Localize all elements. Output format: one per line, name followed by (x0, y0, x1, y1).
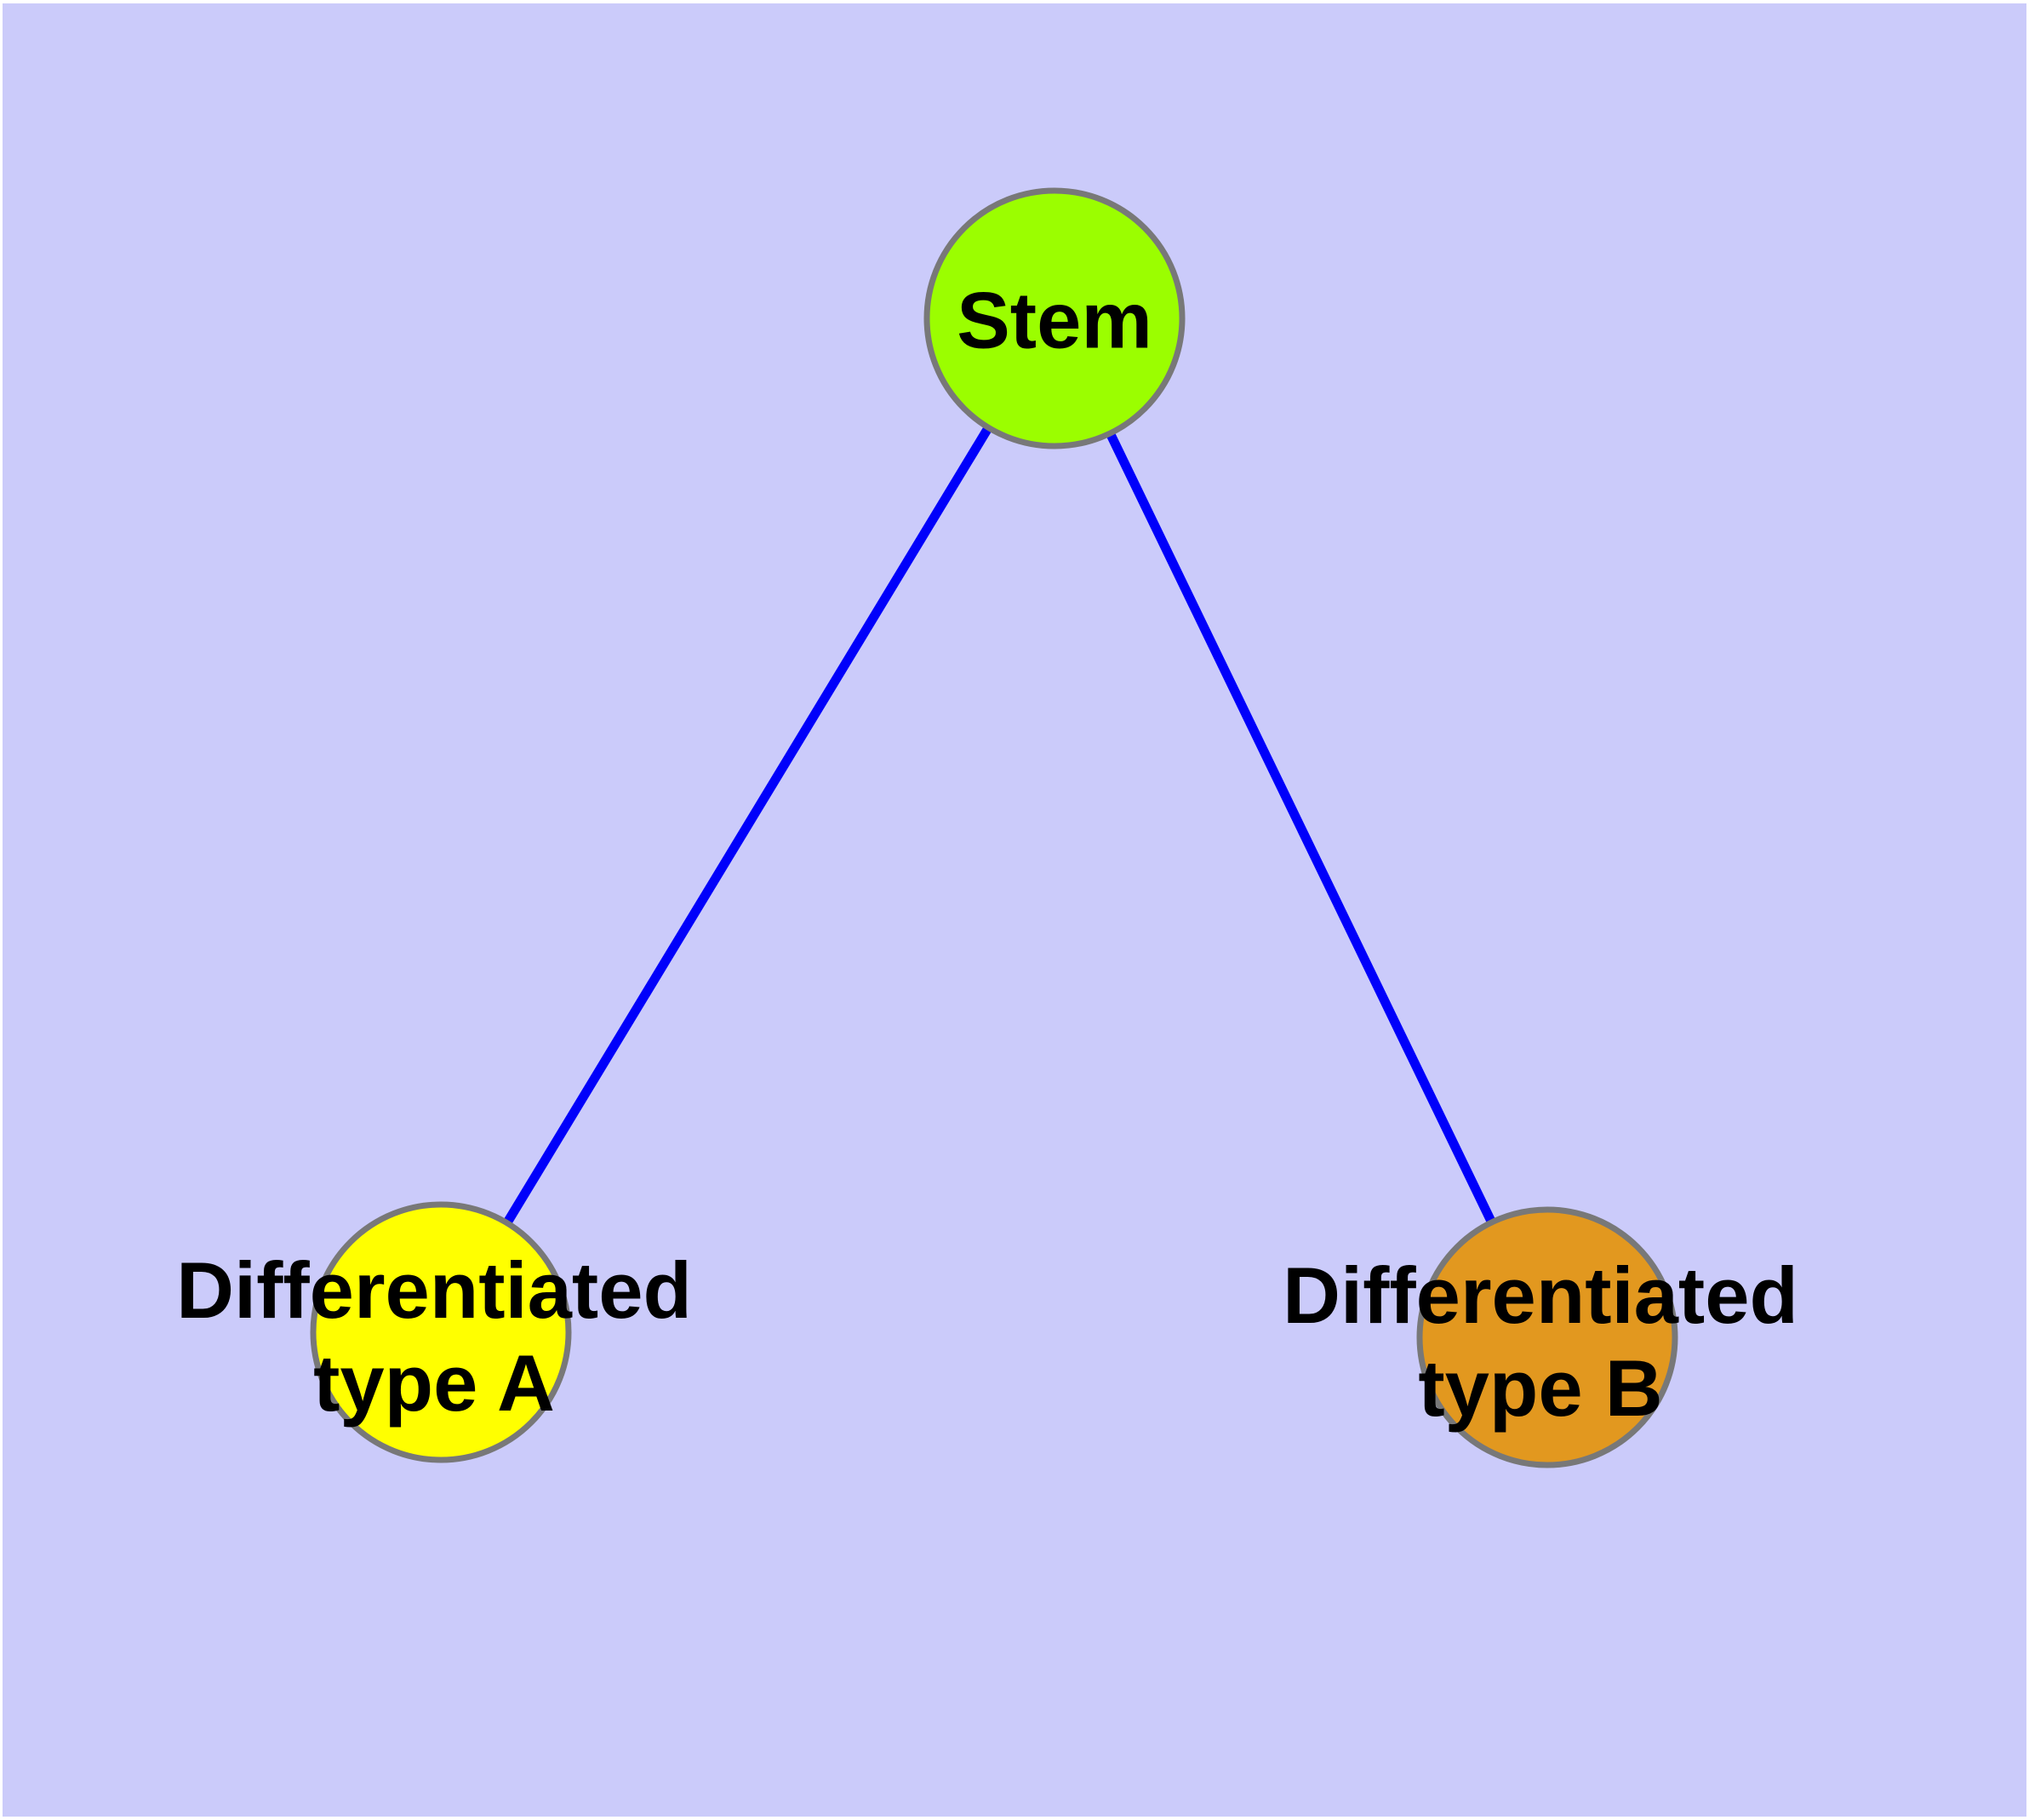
node-type-a-circle (310, 1201, 572, 1463)
node-type-b-circle (1416, 1206, 1678, 1468)
edge-stem-to-type-b (1050, 316, 1552, 1340)
edge-stem-to-type-a (437, 316, 1059, 1335)
node-stem-circle (923, 187, 1186, 449)
